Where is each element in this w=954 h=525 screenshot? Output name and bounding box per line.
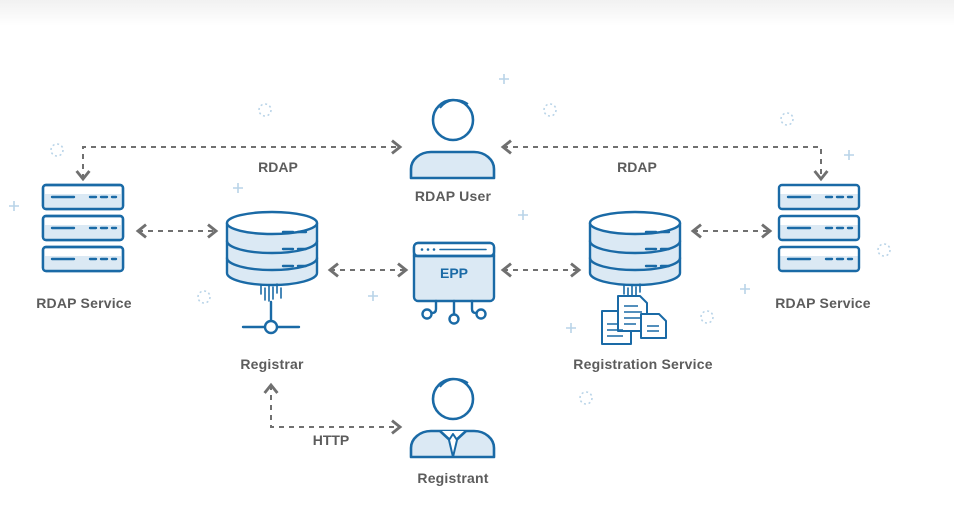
registrar-database-icon [225, 210, 319, 335]
connectors [75, 139, 829, 435]
registrant-label: Registrant [417, 470, 489, 486]
top-bar [0, 0, 954, 26]
rdap-service-right-label: RDAP Service [775, 295, 871, 311]
documents-icon [601, 295, 667, 345]
rdap-user-icon [409, 98, 496, 180]
registry-database-icon [588, 210, 682, 300]
rdap-right-connection-label: RDAP [617, 159, 657, 175]
server-stack-icon-right [777, 183, 861, 273]
rdap-service-left-label: RDAP Service [36, 295, 132, 311]
arrow-http [263, 382, 403, 435]
http-connection-label: HTTP [312, 432, 350, 448]
arrow-rdap-left [75, 139, 403, 182]
arrow-rdap-right [500, 139, 829, 182]
registrar-label: Registrar [240, 356, 304, 372]
server-stack-icon-left [41, 183, 125, 273]
registrant-icon [409, 377, 496, 459]
rdap-left-connection-label: RDAP [258, 159, 298, 175]
epp-window-icon [412, 241, 496, 325]
decorative-sparkles [9, 74, 891, 405]
rdap-user-label: RDAP User [414, 188, 492, 204]
registration-service-label: Registration Service [573, 356, 713, 372]
epp-label: EPP [439, 265, 469, 281]
